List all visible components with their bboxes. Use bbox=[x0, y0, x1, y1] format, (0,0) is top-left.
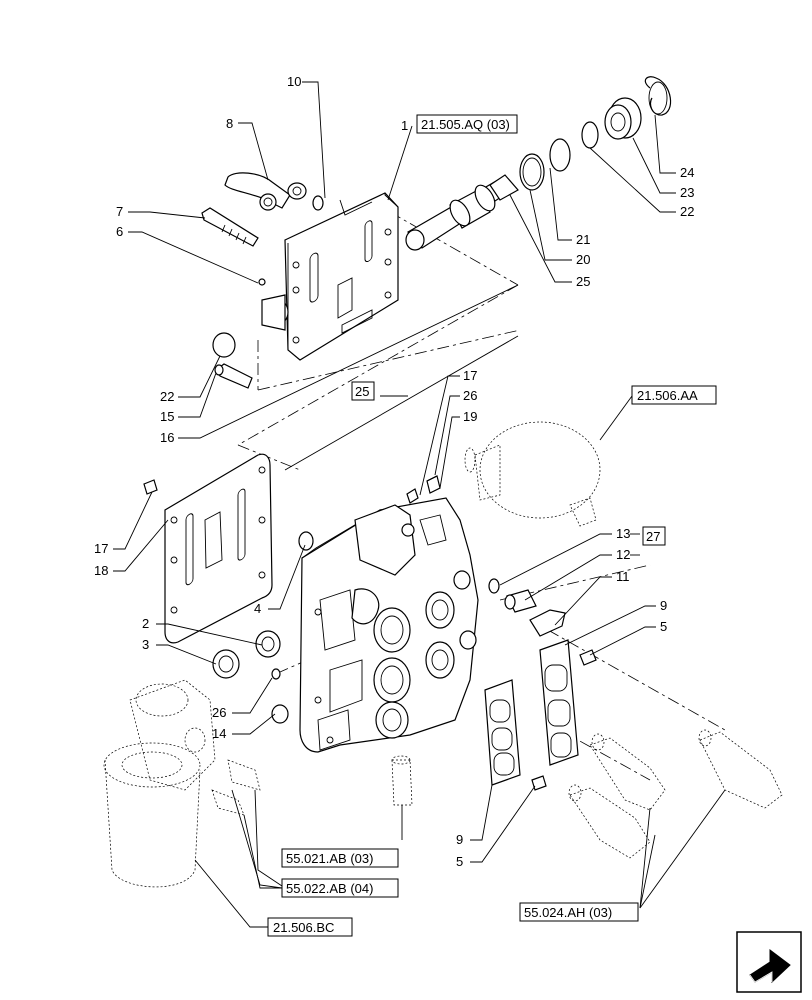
part-label-7: 7 bbox=[116, 204, 123, 219]
ref-box-55022ab[interactable]: 55.022.AB (04) bbox=[281, 878, 399, 898]
part-label-9-left: 9 bbox=[456, 832, 463, 847]
circlip-part-24 bbox=[644, 76, 672, 116]
plug-part-2 bbox=[255, 630, 281, 658]
pin-part-17-right bbox=[406, 488, 419, 504]
leader-lines bbox=[113, 81, 726, 928]
part-label-3: 3 bbox=[142, 637, 149, 652]
fitting-part-12 bbox=[504, 589, 537, 613]
part-label-18: 18 bbox=[94, 563, 108, 578]
ring-part-21 bbox=[549, 138, 571, 172]
seal-part-23 bbox=[604, 97, 642, 140]
ref-label-21506aa: 21.506.AA bbox=[637, 388, 698, 403]
part-label-22-right: 22 bbox=[680, 204, 694, 219]
part-label-5-left: 5 bbox=[456, 854, 463, 869]
part-label-13: 13 bbox=[616, 526, 630, 541]
part-label-22-left: 22 bbox=[160, 389, 174, 404]
ring-part-6 bbox=[258, 278, 266, 286]
sensors-55022 bbox=[211, 759, 261, 816]
ref-label-27: 27 bbox=[646, 529, 660, 544]
plug-part-26-lower bbox=[271, 668, 281, 680]
part-label-17-left: 17 bbox=[94, 541, 108, 556]
o-ring-part-22-left bbox=[212, 332, 236, 358]
part-label-8: 8 bbox=[226, 116, 233, 131]
part-label-6: 6 bbox=[116, 224, 123, 239]
part-label-20: 20 bbox=[576, 252, 590, 267]
ref-label-25: 25 bbox=[355, 384, 369, 399]
part-labels: 1 10 8 7 6 22 15 16 21 20 25 24 23 22 17… bbox=[94, 74, 694, 869]
solenoid-cartridges bbox=[568, 729, 783, 859]
ref-box-27[interactable]: 27 bbox=[642, 526, 666, 546]
part-label-26-upper: 26 bbox=[463, 388, 477, 403]
part-label-24: 24 bbox=[680, 165, 694, 180]
part-label-5-right: 5 bbox=[660, 619, 667, 634]
ref-box-21506bc[interactable]: 21.506.BC bbox=[267, 917, 353, 937]
ring-part-20 bbox=[519, 153, 545, 191]
screw-part-5-upper bbox=[579, 649, 597, 666]
o-ring-part-13 bbox=[488, 578, 500, 594]
part-label-9-right: 9 bbox=[660, 598, 667, 613]
plug-part-11 bbox=[529, 609, 566, 637]
ref-box-21506aa[interactable]: 21.506.AA bbox=[631, 385, 717, 405]
ref-box-55024ah[interactable]: 55.024.AH (03) bbox=[519, 902, 639, 922]
part-label-19: 19 bbox=[463, 409, 477, 424]
plate-part-9-right bbox=[539, 639, 579, 766]
ref-box-21505aq[interactable]: 21.505.AQ (03) bbox=[416, 114, 518, 134]
part-label-14: 14 bbox=[212, 726, 226, 741]
o-ring-part-4 bbox=[298, 531, 314, 551]
o-ring-part-10 bbox=[312, 195, 324, 211]
plug-part-14 bbox=[271, 704, 289, 724]
bolt-part-15 bbox=[214, 363, 253, 389]
ring-part-22-right bbox=[581, 121, 599, 149]
pin-part-17-left bbox=[143, 479, 158, 495]
plug-part-3 bbox=[212, 649, 240, 679]
ref-label-21505aq: 21.505.AQ (03) bbox=[421, 117, 510, 132]
valve-body bbox=[299, 497, 479, 753]
gasket-part-18 bbox=[164, 453, 273, 644]
part-label-26-lower: 26 bbox=[212, 705, 226, 720]
ref-box-25[interactable]: 25 bbox=[351, 381, 375, 401]
ref-label-55021ab: 55.021.AB (03) bbox=[286, 851, 373, 866]
ref-label-21506bc: 21.506.BC bbox=[273, 920, 334, 935]
banjo-fitting-part-8 bbox=[224, 172, 307, 211]
part-label-4: 4 bbox=[254, 601, 261, 616]
part-label-23: 23 bbox=[680, 185, 694, 200]
pin-part-19 bbox=[426, 475, 441, 494]
next-page-arrow-icon[interactable] bbox=[736, 931, 802, 993]
filter-assembly bbox=[103, 679, 216, 888]
part-label-2: 2 bbox=[142, 616, 149, 631]
part-label-25: 25 bbox=[576, 274, 590, 289]
bolt-part-7 bbox=[201, 207, 259, 247]
part-label-1: 1 bbox=[401, 118, 408, 133]
accumulator bbox=[464, 421, 601, 527]
ref-label-55022ab: 55.022.AB (04) bbox=[286, 881, 373, 896]
part-label-11: 11 bbox=[616, 569, 630, 584]
sensor-55021 bbox=[391, 755, 413, 806]
part-label-10: 10 bbox=[287, 74, 301, 89]
valve-cover-part-1 bbox=[261, 192, 399, 361]
ref-box-55021ab[interactable]: 55.021.AB (03) bbox=[281, 848, 399, 868]
part-label-15: 15 bbox=[160, 409, 174, 424]
plate-part-9-left bbox=[484, 679, 521, 786]
spool-part-25 bbox=[405, 174, 519, 251]
part-label-16: 16 bbox=[160, 430, 174, 445]
pin-part-26-upper bbox=[426, 475, 438, 482]
part-label-12: 12 bbox=[616, 547, 630, 562]
ref-label-55024ah: 55.024.AH (03) bbox=[524, 905, 612, 920]
part-label-21: 21 bbox=[576, 232, 590, 247]
part-label-17-right: 17 bbox=[463, 368, 477, 383]
